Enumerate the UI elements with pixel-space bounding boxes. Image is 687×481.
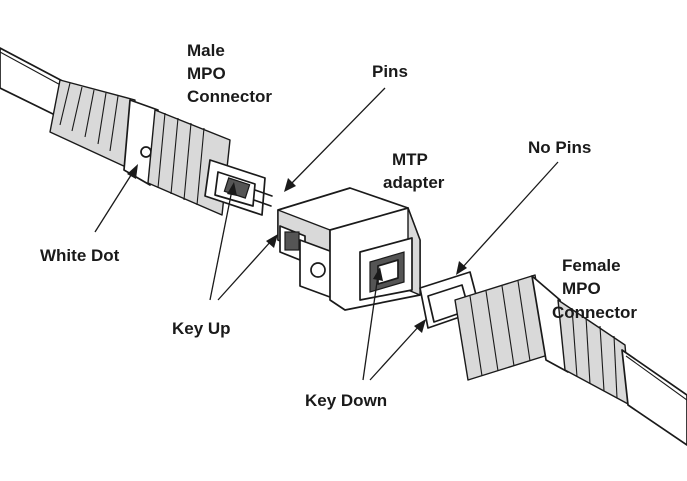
male-mpo-connector	[0, 47, 273, 216]
male-boot	[49, 79, 136, 169]
white-dot-mark	[140, 146, 152, 158]
label-male-line3: Connector	[187, 87, 272, 106]
label-white-dot: White Dot	[40, 246, 120, 265]
callout-arrows	[94, 87, 559, 381]
guide-pins	[253, 189, 273, 207]
female-mpo-connector	[419, 271, 687, 446]
label-key-up: Key Up	[172, 319, 231, 338]
label-pins: Pins	[372, 62, 408, 81]
label-male-line1: Male	[187, 41, 225, 60]
label-key-down: Key Down	[305, 391, 387, 410]
label-mtp-line2: adapter	[383, 173, 445, 192]
adapter-mount-hole	[310, 262, 326, 278]
label-no-pins: No Pins	[528, 138, 591, 157]
label-mtp-line1: MTP	[392, 150, 428, 169]
label-male-line2: MPO	[187, 64, 226, 83]
label-female-line3: Connector	[552, 303, 637, 322]
label-female-line1: Female	[562, 256, 621, 275]
female-cable	[621, 349, 687, 446]
label-female-line2: MPO	[562, 279, 601, 298]
mtp-adapter	[277, 187, 421, 311]
